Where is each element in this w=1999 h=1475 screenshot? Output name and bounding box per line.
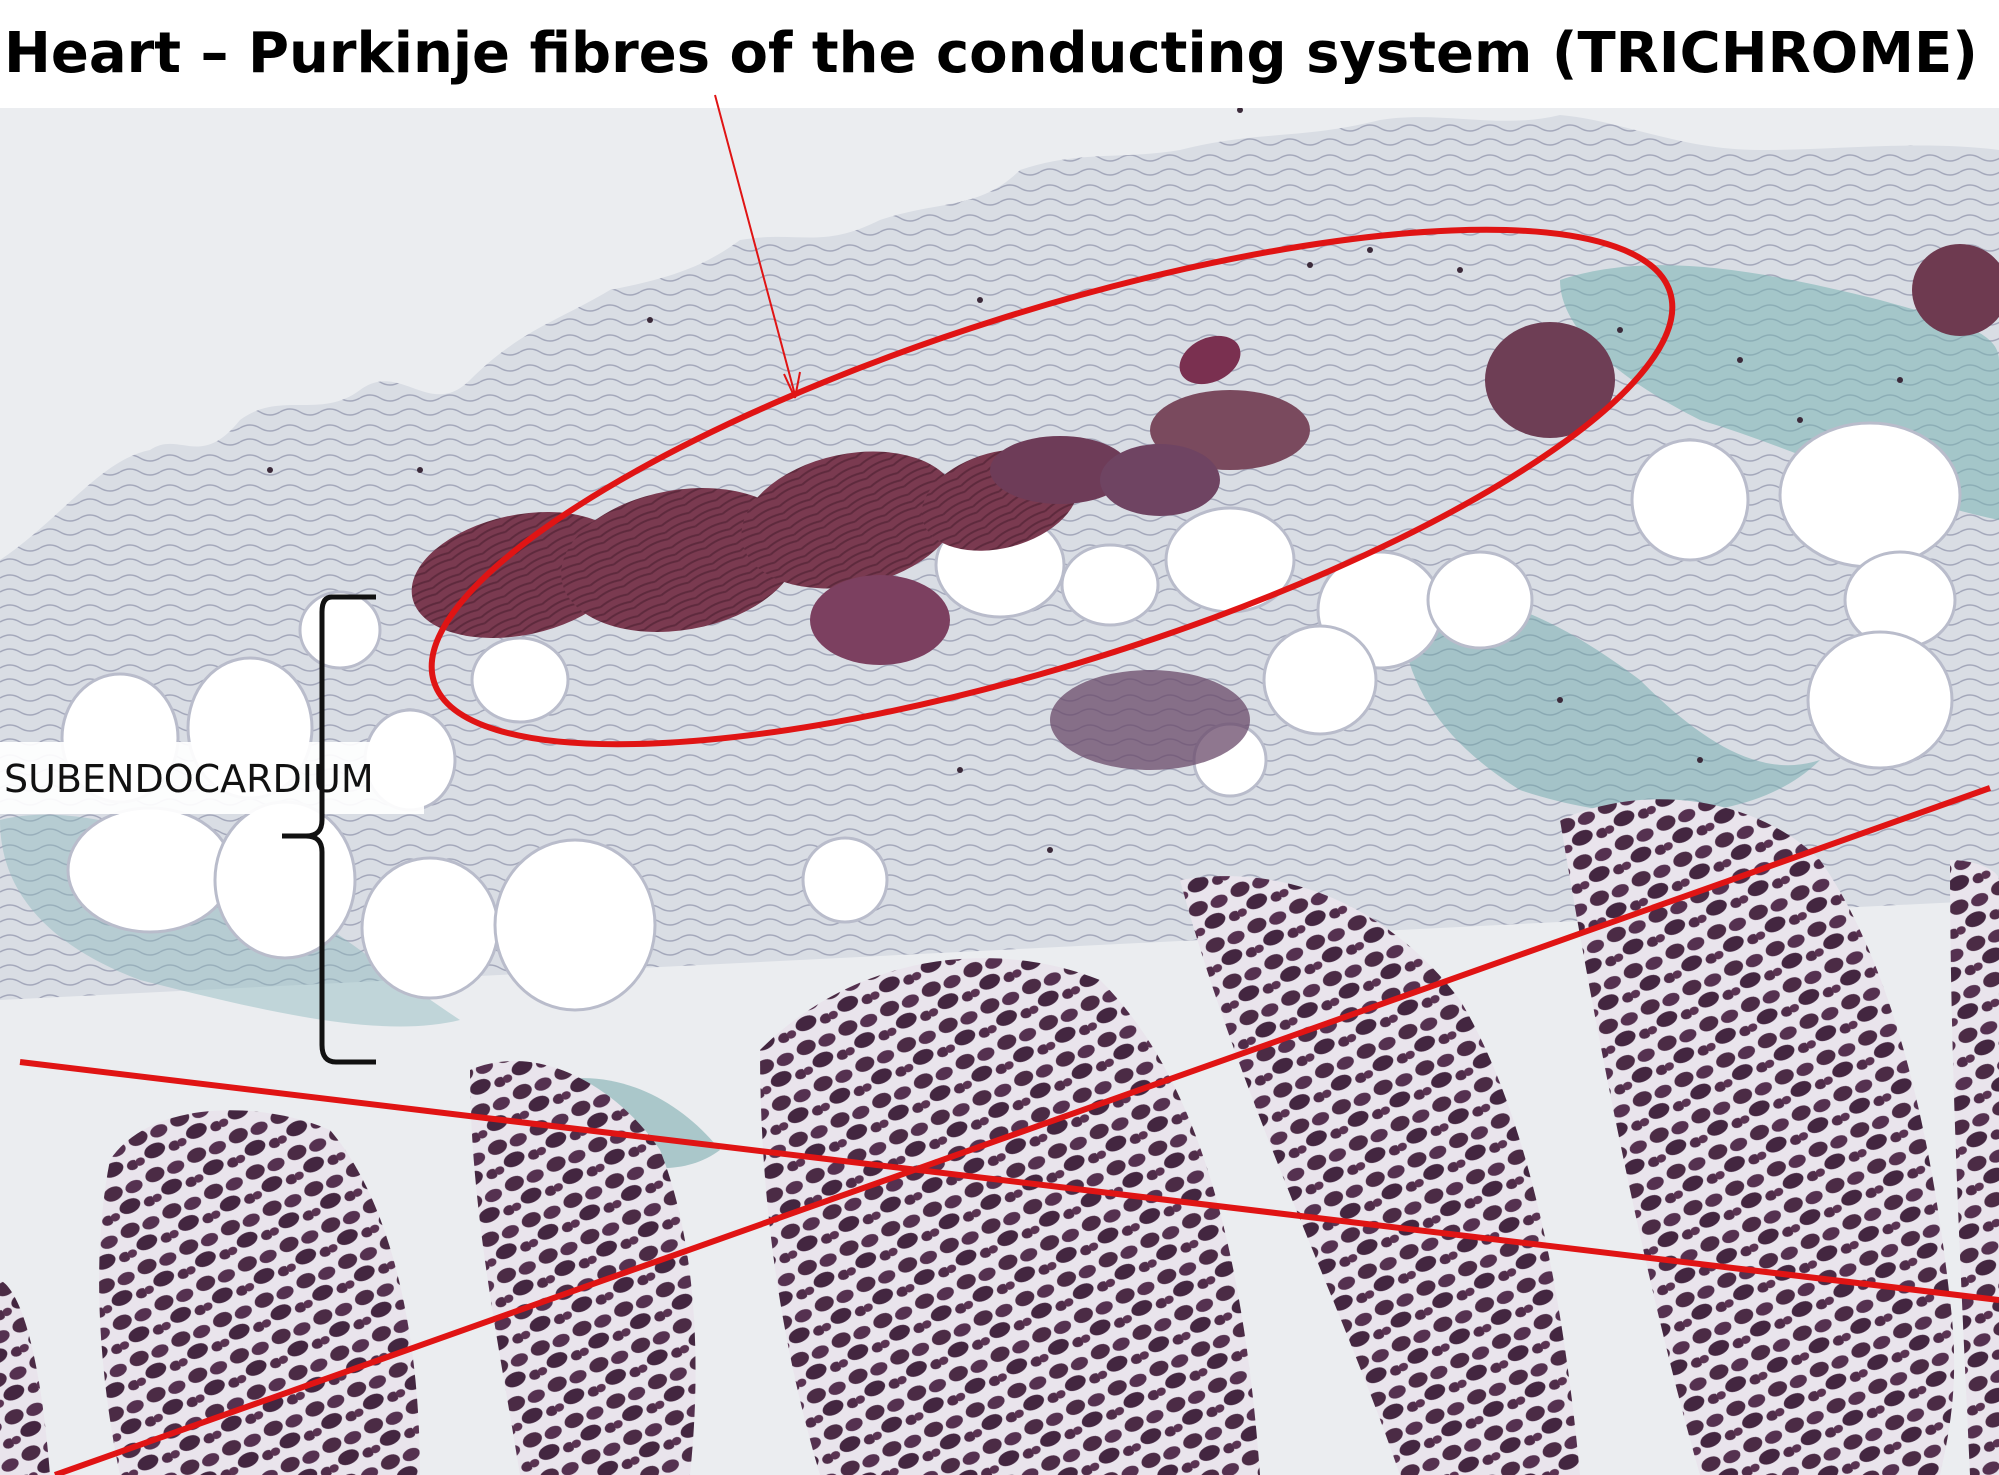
pointer-arrow-line bbox=[714, 94, 796, 396]
boundary-line-b bbox=[53, 785, 1992, 1475]
boundary-line-a bbox=[19, 1059, 1999, 1303]
nuclei bbox=[267, 108, 1903, 853]
region-label: SUBENDOCARDIUM bbox=[4, 757, 374, 801]
slide-title: Heart – Purkinje fibres of the conductin… bbox=[4, 21, 1978, 86]
region-label-box bbox=[0, 742, 424, 814]
purkinje-highlight-ellipse bbox=[428, 226, 1676, 748]
title-bar bbox=[0, 0, 1999, 108]
subendocardium-brace bbox=[282, 594, 376, 1065]
purkinje-fibres bbox=[411, 244, 1999, 770]
myocardium bbox=[0, 799, 1999, 1475]
